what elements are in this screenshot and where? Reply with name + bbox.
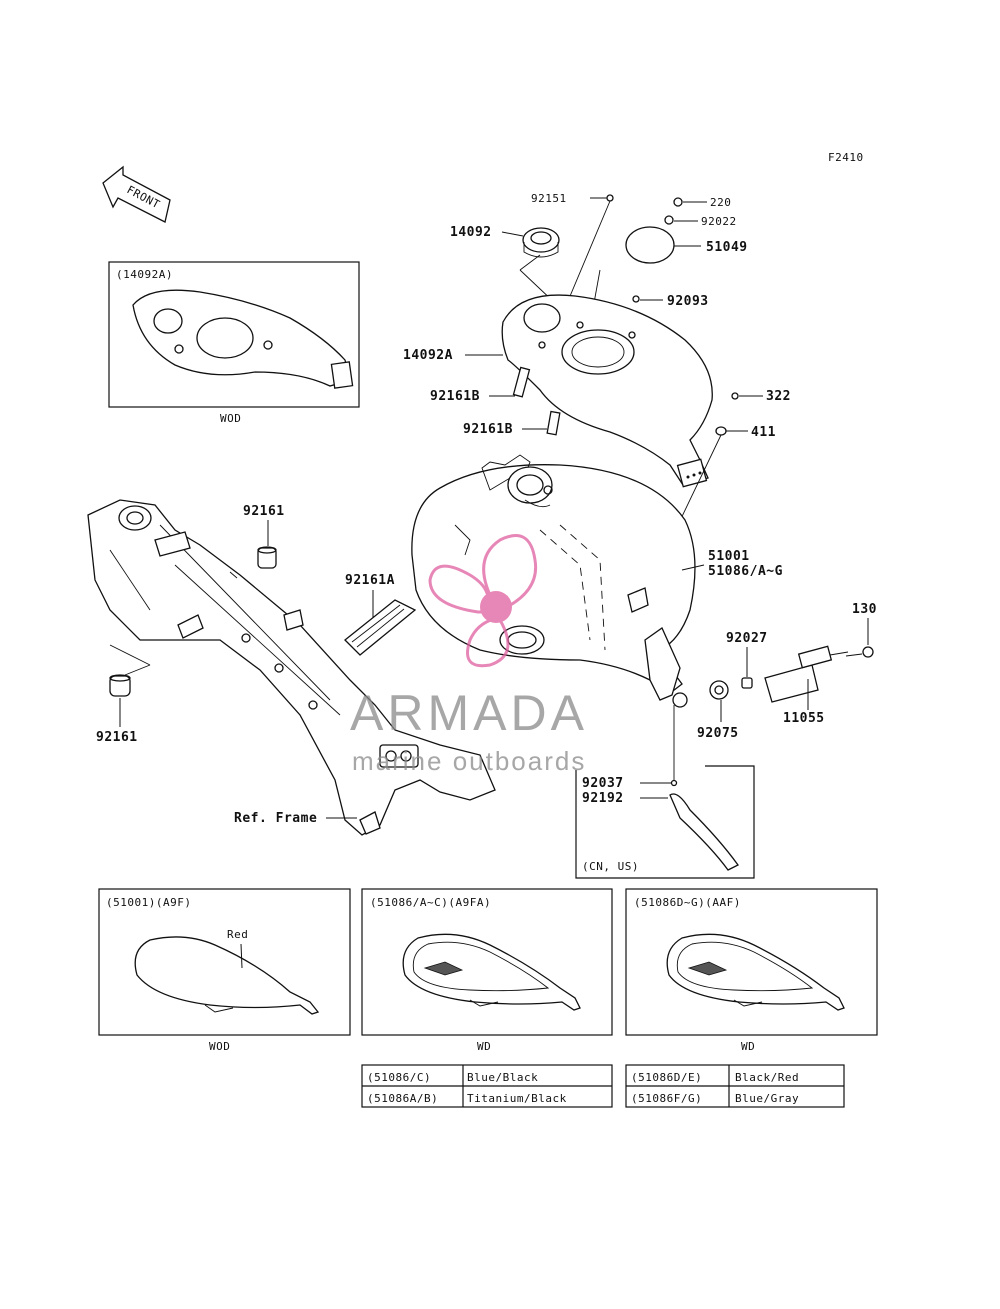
tank-cover-14092A bbox=[465, 294, 713, 488]
label-92161B-2: 92161B bbox=[463, 422, 513, 437]
emblem-51049 bbox=[625, 226, 701, 264]
label-92027: 92027 bbox=[726, 631, 768, 646]
rubber-92161A bbox=[344, 590, 417, 656]
inset-tank-aaf-caption: WD bbox=[741, 1040, 755, 1053]
inset-cn-us bbox=[575, 705, 755, 879]
inset-tank-aaf-title: (51086D~G)(AAF) bbox=[634, 896, 741, 909]
rubber-92161B-2 bbox=[522, 410, 561, 436]
color-table-right-color-0: Black/Red bbox=[735, 1071, 799, 1084]
color-table-left-code-1: (51086A/B) bbox=[367, 1092, 438, 1105]
watermark-logo-icon bbox=[428, 534, 538, 668]
label-92151: 92151 bbox=[531, 192, 567, 205]
front-arrow-icon: FRONT bbox=[102, 165, 171, 223]
label-14092: 14092 bbox=[450, 225, 492, 240]
label-411: 411 bbox=[751, 425, 776, 440]
color-table-right: (51086D/E) Black/Red (51086F/G) Blue/Gra… bbox=[625, 1064, 845, 1108]
label-11055: 11055 bbox=[783, 711, 825, 726]
label-92161-top: 92161 bbox=[243, 504, 285, 519]
color-table-right-color-1: Blue/Gray bbox=[735, 1092, 799, 1105]
label-92093: 92093 bbox=[667, 294, 709, 309]
bolt-130 bbox=[845, 618, 874, 658]
label-92161B-1: 92161B bbox=[430, 389, 480, 404]
label-220: 220 bbox=[710, 196, 731, 209]
label-92192: 92192 bbox=[582, 791, 624, 806]
inset-cover-caption: WOD bbox=[220, 412, 241, 425]
color-table-left-color-0: Blue/Black bbox=[467, 1071, 538, 1084]
label-14092A: 14092A bbox=[403, 348, 453, 363]
label-92161A: 92161A bbox=[345, 573, 395, 588]
label-51049: 51049 bbox=[706, 240, 748, 255]
frame-reference bbox=[87, 499, 496, 836]
inset-cover-variant: (14092A) bbox=[108, 261, 360, 408]
inset-tank-red-title: (51001)(A9F) bbox=[106, 896, 191, 909]
bushing-92161-left bbox=[109, 644, 151, 727]
collar-92027 bbox=[741, 647, 753, 689]
screw-220 bbox=[673, 197, 707, 207]
rubber-92161B-1 bbox=[489, 366, 531, 398]
label-51086: 51086/A~G bbox=[708, 564, 783, 579]
label-ref-frame: Ref. Frame bbox=[234, 811, 317, 826]
inset-tank-aaf bbox=[625, 888, 878, 1036]
label-322: 322 bbox=[766, 389, 791, 404]
color-table-right-code-1: (51086F/G) bbox=[631, 1092, 702, 1105]
label-92037: 92037 bbox=[582, 776, 624, 791]
color-table-left-code-0: (51086/C) bbox=[367, 1071, 431, 1084]
bushing-92161-top bbox=[257, 520, 277, 569]
watermark: ARMADA marine outboards bbox=[350, 534, 588, 776]
inset-tank-a9fa-title: (51086/A~C)(A9FA) bbox=[370, 896, 491, 909]
label-92022: 92022 bbox=[701, 215, 737, 228]
inset-tank-red-color: Red bbox=[227, 928, 248, 941]
figure-id: F2410 bbox=[828, 151, 864, 164]
inset-tank-red bbox=[98, 888, 351, 1036]
color-table-right-code-0: (51086D/E) bbox=[631, 1071, 702, 1084]
grommet-92075 bbox=[709, 680, 729, 722]
cock-11055 bbox=[764, 645, 849, 710]
watermark-tagline: marine outboards bbox=[352, 746, 586, 776]
washer-92022 bbox=[664, 215, 698, 225]
label-130: 130 bbox=[852, 602, 877, 617]
inset-tank-a9fa bbox=[361, 888, 613, 1036]
inset-tank-a9fa-caption: WD bbox=[477, 1040, 491, 1053]
color-table-left-color-1: Titanium/Black bbox=[467, 1092, 567, 1105]
bolt-322 bbox=[731, 392, 763, 400]
color-table-left: (51086/C) Blue/Black (51086A/B) Titanium… bbox=[361, 1064, 613, 1108]
label-92075: 92075 bbox=[697, 726, 739, 741]
inset-tank-red-caption: WOD bbox=[209, 1040, 230, 1053]
inset-cover-title: (14092A) bbox=[116, 268, 173, 281]
inset-cn-us-title: (CN, US) bbox=[582, 860, 639, 873]
label-92161-left: 92161 bbox=[96, 730, 138, 745]
fuel-tank-51001 bbox=[411, 454, 705, 708]
watermark-brand: ARMADA bbox=[350, 685, 588, 741]
label-51001: 51001 bbox=[708, 549, 750, 564]
